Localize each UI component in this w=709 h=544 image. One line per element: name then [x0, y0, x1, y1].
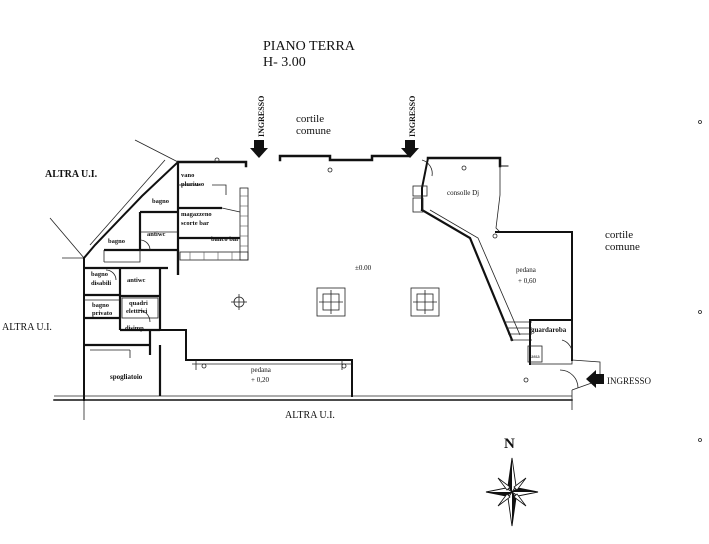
pedana-label-1: pedana: [516, 266, 537, 274]
north-label: N: [504, 436, 515, 452]
room-label-quadri: quadri: [129, 300, 148, 307]
room-label-bagno-2: bagno: [108, 238, 125, 245]
room-label-vano: vano: [181, 172, 194, 179]
room-label-magazzeno-2: scorte bar: [181, 220, 209, 227]
room-label-bagno-1: bagno: [152, 198, 169, 205]
interior-walls: [84, 162, 353, 397]
altra-ui-left-label: ALTRA U.I.: [2, 322, 52, 333]
cortile-label-right-2: comune: [605, 241, 640, 253]
room-label-disimp: disimp.: [125, 325, 146, 332]
cortile-label-top-2: comune: [296, 125, 331, 137]
cassa-label: cassa: [529, 355, 540, 360]
altra-ui-top-label: ALTRA U.I.: [45, 169, 98, 180]
pedana-level-2: + 0,20: [251, 376, 269, 384]
pedana-level-1: + 0,60: [518, 277, 536, 285]
ingresso-label-3: INGRESSO: [607, 376, 652, 386]
cortile-label-top-1: cortile: [296, 113, 324, 125]
room-label-bagno-disabili-2: disabili: [91, 280, 111, 287]
room-label-bagno-disabili: bagno: [91, 271, 108, 278]
entrance-arrow-1: [250, 140, 268, 158]
room-label-bagno-privato: bagno: [92, 302, 109, 309]
room-label-bagno-privato-2: privato: [92, 310, 112, 317]
outer-walls: [49, 139, 601, 420]
room-label-antiwc-1: antiwc: [147, 231, 166, 238]
consolle-label: consolle Dj: [447, 189, 479, 197]
altra-ui-bottom-label: ALTRA U.I.: [285, 410, 335, 421]
room-label-quadri-2: elettrici: [126, 308, 147, 315]
entrance-arrow-2: [401, 140, 419, 158]
room-label-vano-2: pluriuso: [181, 181, 204, 188]
room-label-spogliatoio: spogliatoio: [110, 373, 143, 381]
room-label-banco-bar: banco bar: [211, 236, 239, 243]
ceiling-light-marks: [201, 120, 702, 442]
guardaroba-label: guardaroba: [531, 326, 567, 334]
quota-zero-label: ±0.00: [355, 264, 372, 272]
entrance-arrow-3: [586, 370, 604, 388]
ingresso-label-1: INGRESSO: [257, 96, 266, 137]
pedana-label-2: pedana: [251, 366, 272, 374]
room-label-antiwc-2: antiwc: [127, 277, 146, 284]
cortile-label-right-1: cortile: [605, 229, 633, 241]
ingresso-label-2: INGRESSO: [408, 96, 417, 137]
pillars: [316, 287, 440, 317]
compass-rose-icon: [485, 457, 539, 527]
room-label-magazzeno: magazzeno: [181, 211, 212, 218]
plan-height: H- 3.00: [263, 55, 306, 70]
plan-title: PIANO TERRA: [263, 39, 356, 54]
